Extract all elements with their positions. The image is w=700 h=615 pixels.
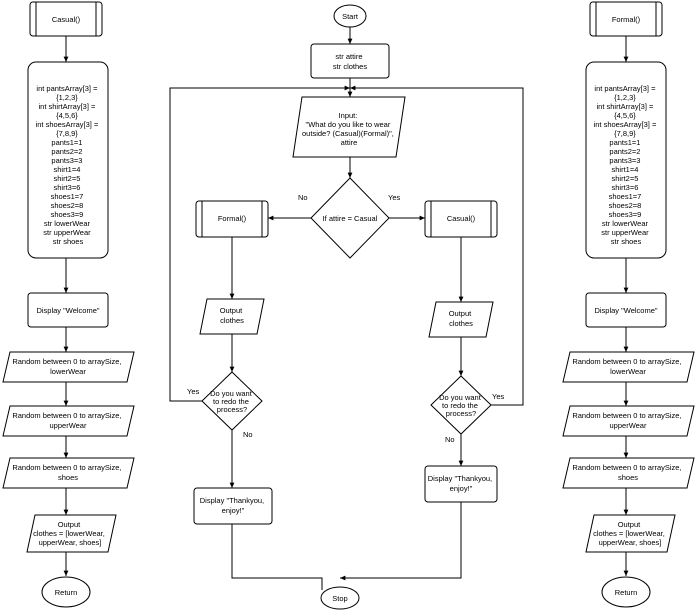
casual-function: Casual() int pantsArray[3] = {1,2,3} int… [2, 1, 135, 608]
casual-random-shoes-text: Random between 0 to arraySize, shoes [12, 463, 123, 482]
decision-no-label: No [298, 193, 308, 202]
casual-random-upper-text: Random between 0 to arraySize, upperWear [12, 411, 123, 430]
casual-declarations-text: int pantsArray[3] = {1,2,3} int shirtArr… [36, 84, 101, 246]
thanks-left-box[interactable]: Display "Thankyou, enjoy!" [193, 487, 273, 525]
declare-box[interactable]: str attire str clothes [310, 43, 390, 79]
casual-random-shoes-io[interactable]: Random between 0 to arraySize, shoes [2, 457, 135, 489]
redo-right-yes-label: Yes [492, 392, 504, 401]
thanks-right-box[interactable]: Display "Thankyou, enjoy!" [424, 465, 498, 503]
redo-left-text: Do you want to redo the process? [210, 389, 254, 414]
output-left-text: Output clothes [220, 306, 245, 325]
casual-return-terminal[interactable]: Return [41, 576, 91, 608]
casual-random-lower-io[interactable]: Random between 0 to arraySize, lowerWear [2, 351, 135, 383]
formal-call-text: Formal() [218, 214, 247, 223]
main-flow: Start str attire str clothes Input: "Wha… [169, 4, 524, 610]
casual-header-text: Casual() [52, 15, 81, 24]
formal-return-text: Return [615, 588, 638, 597]
edge-to-stop-right [340, 502, 462, 581]
formal-declarations-text: int pantsArray[3] = {1,2,3} int shirtArr… [594, 84, 659, 246]
formal-output-io[interactable]: Output clothes = [lowerWear, upperWear, … [585, 514, 676, 553]
casual-call-process[interactable]: Casual() [424, 200, 498, 238]
start-terminal[interactable]: Start [333, 4, 367, 28]
casual-return-text: Return [55, 588, 78, 597]
casual-output-io[interactable]: Output clothes = [lowerWear, upperWear, … [26, 514, 117, 553]
formal-header-process[interactable]: Formal() [589, 1, 663, 37]
casual-declarations-box[interactable]: int pantsArray[3] = {1,2,3} int shirtArr… [27, 61, 109, 259]
loop-back-edge-left [169, 85, 350, 402]
formal-function: Formal() int pantsArray[3] = {1,2,3} int… [562, 1, 695, 608]
redo-right-decision[interactable]: Do you want to redo the process? [430, 375, 492, 435]
output-left-io[interactable]: Output clothes [199, 298, 265, 335]
formal-header-text: Formal() [612, 15, 641, 24]
input-text: Input: "What do you like to wear outside… [302, 111, 396, 147]
redo-right-no-label: No [445, 435, 455, 444]
casual-random-lower-text: Random between 0 to arraySize, lowerWear [12, 357, 123, 376]
casual-output-text: Output clothes = [lowerWear, upperWear, … [33, 520, 107, 547]
thanks-right-text: Display "Thankyou, enjoy!" [428, 474, 494, 493]
casual-random-upper-io[interactable]: Random between 0 to arraySize, upperWear [2, 405, 135, 437]
declare-text: str attire str clothes [333, 52, 367, 71]
attire-decision[interactable]: If attire = Casual [310, 177, 390, 259]
formal-call-process[interactable]: Formal() [195, 200, 269, 238]
output-right-io[interactable]: Output clothes [428, 301, 494, 338]
edge-to-stop-left [231, 524, 323, 590]
formal-random-upper-io[interactable]: Random between 0 to arraySize, upperWear [562, 405, 695, 437]
loop-back-edge-right [350, 85, 524, 406]
formal-random-lower-io[interactable]: Random between 0 to arraySize, lowerWear [562, 351, 695, 383]
formal-output-text: Output clothes = [lowerWear, upperWear, … [593, 520, 667, 547]
redo-left-decision[interactable]: Do you want to redo the process? [201, 371, 263, 431]
thanks-left-text: Display "Thankyou, enjoy!" [200, 496, 266, 515]
casual-welcome-box[interactable]: Display "Welcome" [27, 292, 109, 328]
stop-text: Stop [332, 594, 347, 603]
formal-declarations-box[interactable]: int pantsArray[3] = {1,2,3} int shirtArr… [585, 61, 667, 259]
stop-terminal[interactable]: Stop [320, 586, 360, 610]
casual-call-text: Casual() [447, 214, 476, 223]
formal-welcome-box[interactable]: Display "Welcome" [585, 292, 667, 328]
casual-header-process[interactable]: Casual() [29, 1, 103, 37]
redo-right-text: Do you want to redo the process? [439, 393, 483, 418]
formal-welcome-text: Display "Welcome" [594, 306, 657, 315]
redo-left-yes-label: Yes [187, 387, 199, 396]
formal-return-terminal[interactable]: Return [601, 576, 651, 608]
start-text: Start [342, 12, 359, 21]
formal-random-upper-text: Random between 0 to arraySize, upperWear [572, 411, 683, 430]
formal-random-shoes-text: Random between 0 to arraySize, shoes [572, 463, 683, 482]
formal-random-shoes-io[interactable]: Random between 0 to arraySize, shoes [562, 457, 695, 489]
redo-left-no-label: No [243, 430, 253, 439]
decision-yes-label: Yes [388, 193, 400, 202]
input-io[interactable]: Input: "What do you like to wear outside… [292, 96, 406, 158]
formal-random-lower-text: Random between 0 to arraySize, lowerWear [572, 357, 683, 376]
output-right-text: Output clothes [449, 309, 474, 328]
casual-welcome-text: Display "Welcome" [36, 306, 99, 315]
attire-decision-text: If attire = Casual [323, 214, 378, 223]
